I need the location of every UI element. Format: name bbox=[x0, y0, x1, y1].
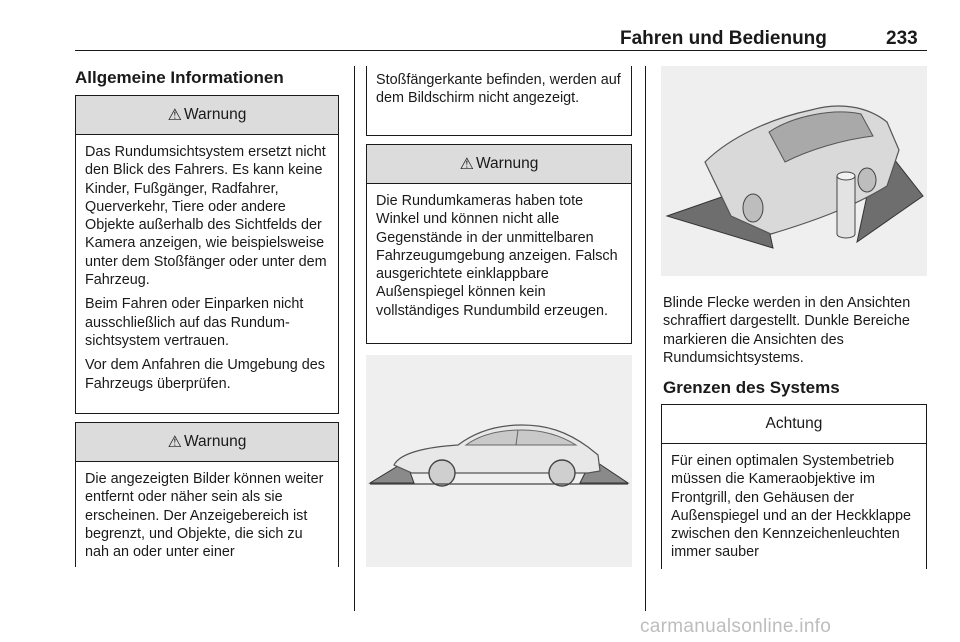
page-header: Fahren und Bedienung 233 bbox=[0, 0, 960, 60]
caution-header: Achtung bbox=[662, 405, 926, 444]
warning-box: ⚠ Warnung Die Rundumkameras haben tote W… bbox=[366, 144, 632, 344]
warning-triangle-icon: ⚠ bbox=[167, 434, 182, 451]
warning-triangle-icon: ⚠ bbox=[459, 156, 474, 173]
caution-body: Für einen optimalen Systembe­trieb müsse… bbox=[662, 444, 926, 562]
rear-wheel bbox=[857, 167, 877, 193]
warning-continuation-box: Stoßfängerkante befinden, werden auf dem… bbox=[366, 66, 632, 136]
warning-box: ⚠ Warnung Die angezeigten Bilder können … bbox=[75, 422, 339, 567]
warning-title: Warnung bbox=[476, 155, 539, 172]
warning-paragraph: Das Rundumsichtsystem ersetzt nicht den … bbox=[85, 144, 327, 289]
section-title: Fahren und Bedienung bbox=[620, 28, 827, 49]
obstacle-cylinder bbox=[836, 176, 856, 239]
warning-paragraph: Beim Fahren oder Einparken nicht ausschl… bbox=[85, 296, 304, 349]
caution-box: Achtung Für einen optimalen Systembe­tri… bbox=[661, 404, 927, 569]
warning-paragraph: Stoßfängerkante befinden, werden auf dem… bbox=[376, 72, 621, 107]
warning-header: ⚠ Warnung bbox=[76, 96, 338, 135]
column-divider bbox=[645, 66, 646, 611]
car-perspective-drawing bbox=[665, 105, 924, 249]
warning-body: Stoßfängerkante befinden, werden auf dem… bbox=[367, 66, 631, 108]
warning-box: ⚠ Warnung Das Rundumsichtsystem ersetzt … bbox=[75, 95, 339, 414]
car-windshield bbox=[768, 111, 874, 163]
window-pillar bbox=[515, 429, 519, 446]
warning-paragraph: Vor dem Anfahren die Umgebung des Fahrze… bbox=[85, 357, 326, 392]
section-heading: Allgemeine Informationen bbox=[75, 68, 284, 87]
warning-paragraph: Die Rundumkameras haben tote Winkel und … bbox=[376, 193, 618, 319]
warning-title: Warnung bbox=[184, 433, 247, 450]
car-side-view-illustration bbox=[366, 355, 632, 567]
rear-wheel bbox=[548, 459, 576, 487]
warning-triangle-icon: ⚠ bbox=[167, 107, 182, 124]
section-heading: Grenzen des Systems bbox=[663, 378, 840, 397]
front-wheel bbox=[428, 459, 456, 487]
warning-header: ⚠ Warnung bbox=[76, 423, 338, 462]
caution-paragraph: Für einen optimalen Systembe­trieb müsse… bbox=[671, 453, 912, 561]
header-rule bbox=[75, 50, 927, 51]
warning-body: Das Rundumsichtsystem ersetzt nicht den … bbox=[76, 135, 338, 393]
warning-body: Die Rundumkameras haben tote Winkel und … bbox=[367, 184, 631, 320]
page-number: 233 bbox=[886, 28, 918, 49]
warning-title: Warnung bbox=[184, 106, 247, 123]
car-side-view-drawing bbox=[368, 424, 630, 487]
warning-header: ⚠ Warnung bbox=[367, 145, 631, 184]
front-wheel bbox=[742, 193, 764, 223]
car-windows bbox=[464, 429, 578, 446]
caution-title: Achtung bbox=[765, 415, 823, 432]
obstacle-cylinder-top bbox=[836, 171, 856, 181]
illustration-caption: Blinde Flecke werden in den Ansich­ten s… bbox=[663, 295, 911, 366]
warning-paragraph: Die angezeigten Bilder können weiter ent… bbox=[85, 471, 324, 561]
watermark: carmanualsonline.info bbox=[640, 616, 832, 637]
car-perspective-illustration bbox=[661, 66, 927, 276]
column-divider bbox=[354, 66, 355, 611]
warning-body: Die angezeigten Bilder können weiter ent… bbox=[76, 462, 338, 561]
